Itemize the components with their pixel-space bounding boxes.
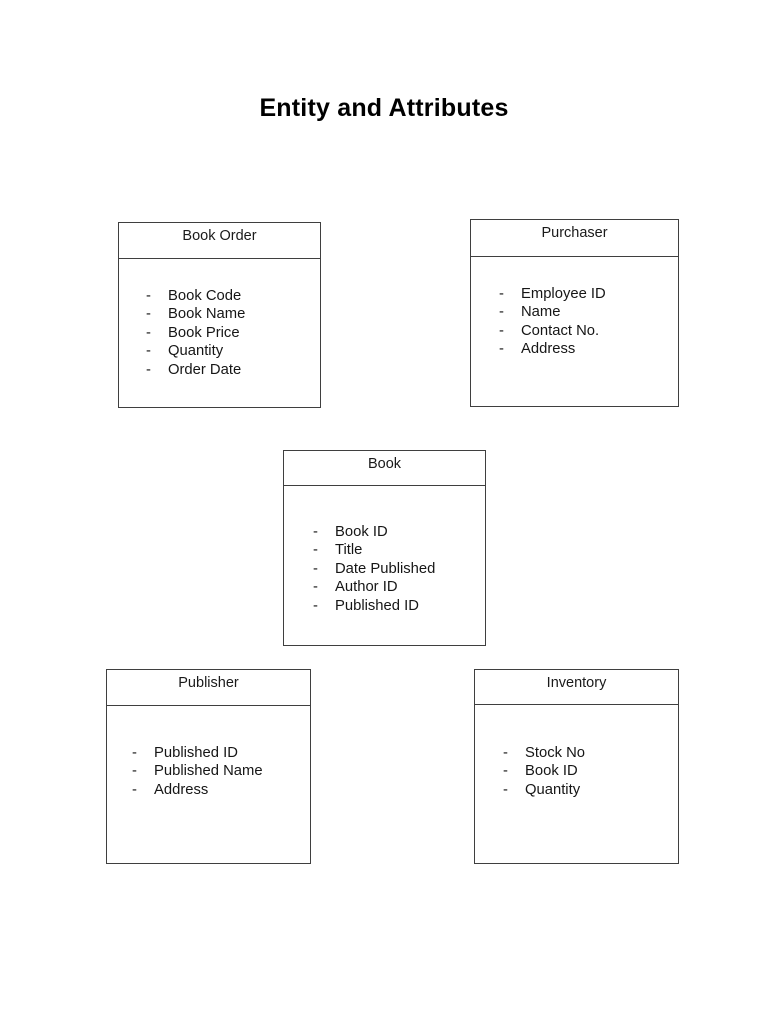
- attribute-label: Name: [521, 304, 561, 321]
- entity-box-inventory[interactable]: Inventory - Stock No - Book ID - Quantit…: [474, 669, 679, 864]
- bullet-dash-icon: -: [146, 361, 151, 378]
- attribute-row: - Date Published: [313, 560, 435, 578]
- attribute-label: Title: [335, 542, 363, 559]
- attribute-label: Published ID: [335, 597, 419, 614]
- bullet-dash-icon: -: [313, 524, 318, 540]
- bullet-dash-icon: -: [503, 781, 508, 798]
- entity-title-inventory: Inventory: [546, 675, 607, 691]
- attribute-row: - Published ID: [132, 744, 263, 762]
- entity-header-publisher: Publisher: [107, 670, 310, 706]
- bullet-dash-icon: -: [132, 781, 137, 798]
- attribute-row: - Quantity: [503, 781, 585, 799]
- attribute-list-purchaser: - Employee ID - Name - Contact No. - Add…: [499, 285, 606, 359]
- attribute-label: Stock No: [525, 745, 586, 761]
- attribute-label: Published Name: [154, 763, 263, 780]
- attribute-row: - Author ID: [313, 578, 435, 596]
- entity-title-publisher: Publisher: [178, 675, 239, 691]
- attribute-label: Book ID: [525, 763, 578, 780]
- attribute-row: - Book Price: [146, 324, 245, 342]
- entity-box-book-order[interactable]: Book Order - Book Code - Book Name - Boo…: [118, 222, 321, 408]
- entity-box-purchaser[interactable]: Purchaser - Employee ID - Name - Contact…: [470, 219, 679, 407]
- bullet-dash-icon: -: [499, 322, 504, 339]
- attribute-row: - Book Name: [146, 305, 245, 323]
- page-title: Entity and Attributes: [259, 94, 509, 122]
- attribute-label: Date Published: [335, 560, 436, 577]
- entity-header-book-order: Book Order: [119, 223, 320, 259]
- bullet-dash-icon: -: [499, 341, 504, 358]
- bullet-dash-icon: -: [313, 542, 318, 559]
- entity-header-purchaser: Purchaser: [471, 220, 678, 257]
- attribute-list-inventory: - Stock No - Book ID - Quantity: [503, 744, 585, 799]
- entity-box-book[interactable]: Book - Book ID - Title - Date Published …: [283, 450, 486, 646]
- attribute-row: - Quantity: [146, 342, 245, 360]
- bullet-dash-icon: -: [146, 324, 151, 341]
- bullet-dash-icon: -: [313, 597, 318, 614]
- attribute-label: Address: [154, 781, 209, 798]
- entity-header-inventory: Inventory: [475, 670, 678, 705]
- attribute-row: - Employee ID: [499, 285, 606, 303]
- attribute-row: - Stock No: [503, 744, 585, 762]
- entity-title-purchaser: Purchaser: [541, 225, 608, 241]
- attribute-label: Quantity: [525, 781, 581, 798]
- attribute-label: Employee ID: [521, 286, 606, 302]
- attribute-label: Address: [521, 341, 576, 358]
- bullet-dash-icon: -: [146, 288, 151, 304]
- attribute-list-publisher: - Published ID - Published Name - Addres…: [132, 744, 263, 799]
- attribute-list-book: - Book ID - Title - Date Published - Aut…: [313, 523, 435, 615]
- attribute-label: Book ID: [335, 524, 388, 540]
- entity-title-book-order: Book Order: [182, 228, 257, 244]
- bullet-dash-icon: -: [313, 579, 318, 596]
- entity-box-publisher[interactable]: Publisher - Published ID - Published Nam…: [106, 669, 311, 864]
- attribute-row: - Published Name: [132, 762, 263, 780]
- attribute-row: - Address: [132, 781, 263, 799]
- bullet-dash-icon: -: [146, 343, 151, 360]
- attribute-label: Contact No.: [521, 322, 600, 339]
- attribute-row: - Title: [313, 541, 435, 559]
- attribute-row: - Order Date: [146, 361, 245, 379]
- attribute-list-book-order: - Book Code - Book Name - Book Price - Q…: [146, 287, 245, 379]
- attribute-label: Order Date: [168, 361, 242, 378]
- entity-title-book: Book: [367, 456, 402, 472]
- attribute-label: Book Price: [168, 324, 240, 341]
- attribute-row: - Contact No.: [499, 322, 606, 340]
- attribute-label: Published ID: [154, 745, 238, 761]
- bullet-dash-icon: -: [313, 560, 318, 577]
- attribute-row: - Book ID: [503, 762, 585, 780]
- attribute-label: Book Code: [168, 288, 242, 304]
- attribute-row: - Name: [499, 303, 606, 321]
- entity-header-book: Book: [284, 451, 485, 486]
- bullet-dash-icon: -: [503, 745, 508, 761]
- bullet-dash-icon: -: [503, 763, 508, 780]
- attribute-row: - Address: [499, 340, 606, 358]
- bullet-dash-icon: -: [146, 306, 151, 323]
- bullet-dash-icon: -: [132, 745, 137, 761]
- attribute-row: - Book ID: [313, 523, 435, 541]
- bullet-dash-icon: -: [499, 286, 504, 302]
- bullet-dash-icon: -: [499, 304, 504, 321]
- attribute-row: - Published ID: [313, 597, 435, 615]
- attribute-label: Book Name: [168, 306, 246, 323]
- attribute-label: Author ID: [335, 579, 398, 596]
- attribute-row: - Book Code: [146, 287, 245, 305]
- bullet-dash-icon: -: [132, 763, 137, 780]
- attribute-label: Quantity: [168, 343, 224, 360]
